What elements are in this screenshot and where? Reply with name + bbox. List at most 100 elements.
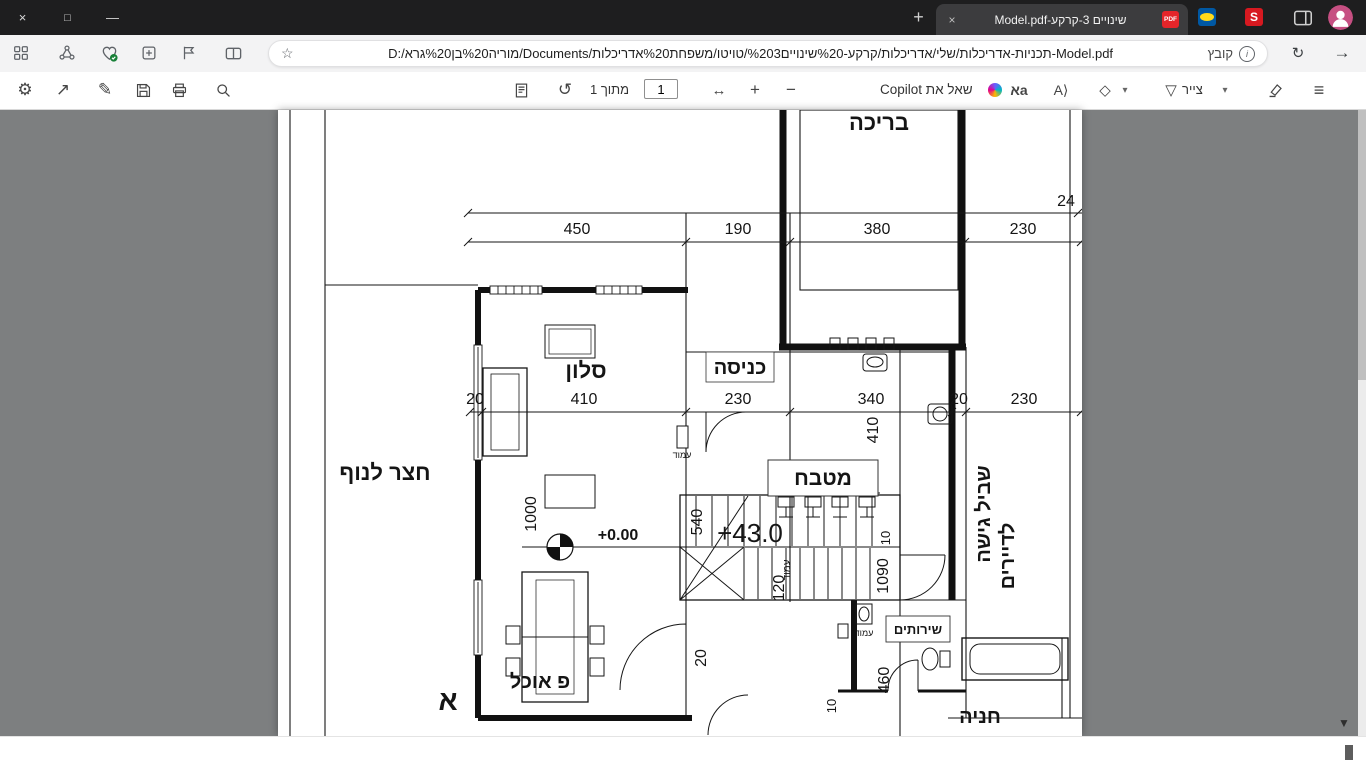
eraser-chevron-icon[interactable]: ▾ [1122,84,1128,96]
dim-v-540: 540 [689,509,706,536]
copilot-button[interactable]: שאל את Copilot [880,82,973,97]
window-minimize-button[interactable]: — [106,10,119,25]
print-icon[interactable] [164,75,194,105]
apps-grid-icon[interactable] [10,42,32,64]
page-number-input[interactable] [644,79,678,99]
pdf-page: בריכה כניסה סלון מטבח חצר לנוף שירותים פ… [278,110,1082,736]
draw-chevron-icon[interactable]: ▾ [1222,84,1228,96]
dim-v-20: 20 [693,649,710,667]
level-marker [546,533,574,561]
kitchen-label-box [767,459,879,497]
dim-row2-3: 230 [1010,221,1037,238]
hub-icon[interactable] [56,42,78,64]
dim-v-1000: 1000 [523,496,540,532]
dim-v-120: 120 [771,575,788,602]
s-app-icon: S [1245,8,1263,26]
room-label-kitchen: מטבח [794,467,852,490]
save-icon[interactable] [128,75,158,105]
path-label-1: שביל גישה [973,465,995,562]
split-screen-icon[interactable] [222,42,244,64]
eraser-icon[interactable]: ◇ [1099,82,1111,99]
dim-v-10b: 10 [824,699,839,713]
plan-labels: בריכה כניסה סלון מטבח חצר לנוף שירותים פ… [339,110,1019,728]
pinned-tab-ikea[interactable] [1198,8,1216,26]
pen-nib-icon[interactable]: ▽ [1165,82,1177,99]
refresh-button[interactable]: ↻ [1291,45,1305,62]
address-bar[interactable]: ☆ D:/מוריה%20בן%20גרא/Documents/תכניות-א… [268,40,1268,67]
column-label-3: עמוד [782,559,793,580]
window-restore-button[interactable]: □ [64,11,71,24]
dim-v-410: 410 [865,417,882,444]
vertical-scrollbar[interactable] [1358,110,1366,736]
tab-close-icon[interactable]: × [948,12,956,27]
scrollbar-gripper[interactable] [1345,745,1353,760]
highlighter-icon[interactable] [1260,75,1290,105]
page-view-icon[interactable] [506,75,536,105]
info-icon[interactable]: i [1239,45,1255,62]
settings-gear-icon[interactable]: ⚙ [17,80,33,99]
sidebar-toggle-icon[interactable] [1292,7,1314,29]
navigation-bar: ☆ D:/מוריה%20בן%20גרא/Documents/תכניות-א… [0,35,1366,72]
dim-row3-0: 20 [466,391,484,408]
url-text[interactable]: D:/מוריה%20בן%20גרא/Documents/תכניות-אדר… [388,46,1114,61]
browser-essentials-icon[interactable] [98,42,120,64]
favorites-flag-icon[interactable] [178,42,200,64]
title-bar: × □ — + × שינויים 3-קרקע-Model.pdf PDF S [0,0,1366,35]
dim-v-460: 460 [876,667,893,694]
dim-row3-2: 230 [725,391,752,408]
forward-button[interactable]: → [1333,43,1351,62]
dim-v-1090: 1090 [875,558,892,594]
profile-avatar[interactable] [1328,5,1353,30]
column-label-2: עמוד [855,628,874,638]
room-label-dining: פ אוכל [510,671,570,693]
pinned-tab-s[interactable]: S [1245,8,1263,26]
window-close-button[interactable]: × [18,10,27,25]
pdf-viewport[interactable]: בריכה כניסה סלון מטבח חצר לנוף שירותים פ… [0,110,1366,736]
fit-width-icon[interactable]: ↔ [711,81,727,99]
edit-pen-icon[interactable]: ✎ [97,80,113,99]
fullscreen-icon[interactable]: ↗ [55,80,71,99]
stairs [679,494,901,601]
ikea-icon [1198,8,1216,26]
room-label-entrance: כניסה [714,357,767,379]
column-label-1: עמוד [673,450,692,460]
search-icon[interactable] [208,75,238,105]
rotate-icon[interactable]: ↺ [557,80,573,99]
dim-row2-0: 450 [564,221,591,238]
room-label-wc: שירותים [894,622,942,637]
scrollbar-thumb[interactable] [1358,110,1366,380]
dimension-texts: 24 450 190 380 230 20 410 230 340 20 230… [466,193,1075,713]
furniture [482,324,1069,703]
tab-model-pdf[interactable]: × שינויים 3-קרקע-Model.pdf PDF [936,4,1188,35]
dim-row1-0: 24 [1057,193,1075,210]
file-chip-label: קובץ [1207,46,1233,61]
pdf-file-icon: PDF [1162,11,1179,28]
translate-icon[interactable]: אa [1010,82,1028,98]
section-mark: א [438,685,457,716]
scroll-down-icon[interactable]: ▼ [1338,716,1350,730]
room-label-pool: בריכה [849,110,909,135]
draw-button[interactable]: צייר [1182,82,1203,97]
dim-row2-2: 380 [864,221,891,238]
bookmark-star-icon[interactable]: ☆ [281,45,294,61]
windows [473,285,643,656]
collections-add-icon[interactable] [138,42,160,64]
bottom-bar [0,736,1366,768]
zoom-in-button[interactable]: + [750,80,760,99]
tab-title: שינויים 3-קרקע-Model.pdf [994,12,1127,27]
dim-row2-1: 190 [725,221,752,238]
dimension-lines [463,208,1082,417]
file-scheme-chip: קובץ i [1207,45,1255,62]
copilot-icon [988,83,1002,97]
page-count-label: מתוך 1 [590,82,630,97]
contents-list-icon[interactable]: ≡ [1313,79,1325,100]
dim-row3-1: 410 [571,391,598,408]
room-label-yard: חצר לנוף [339,460,430,485]
pdf-toolbar: ⚙ ↗ ✎ ↺ מתוך 1 ↔ + − שאל את Copilot אa A… [0,72,1366,110]
read-aloud-icon[interactable]: A⟩ [1053,81,1069,98]
pool [799,110,959,291]
zoom-out-button[interactable]: − [786,80,796,99]
new-tab-button[interactable]: + [913,7,924,27]
floor-plan-svg: בריכה כניסה סלון מטבח חצר לנוף שירותים פ… [289,110,1082,736]
dim-row3-4: 20 [950,391,968,408]
